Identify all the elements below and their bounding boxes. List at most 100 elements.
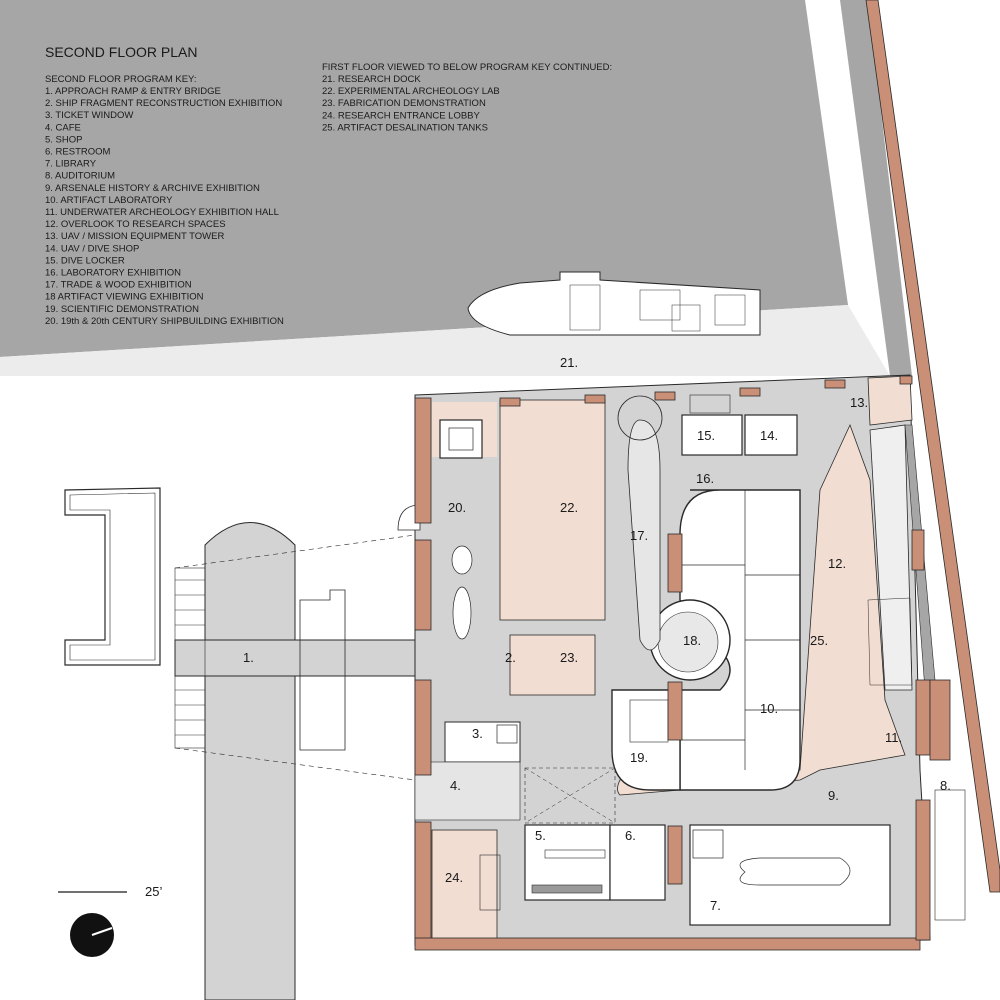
label-17: 17. [630,528,648,543]
label-6: 6. [625,828,636,843]
key-item: 9. ARSENALE HISTORY & ARCHIVE EXHIBITION [45,183,260,194]
key-item: 7. LIBRARY [45,159,97,170]
perimeter-wall-east [865,0,1000,893]
label-21: 21. [560,355,578,370]
lobby-stair [479,854,501,911]
label-16: 16. [696,471,714,486]
key-item: 24. RESEARCH ENTRANCE LOBBY [322,110,481,121]
ship-model-b [452,586,472,640]
label-2: 2. [505,650,516,665]
neighbor-building-outline-inner [69,492,156,661]
key-item: 21. RESEARCH DOCK [322,74,421,85]
key-item: 14. UAV / DIVE SHOP [45,243,139,254]
tower-stair [689,394,731,414]
key-item: 20. 19th & 20th CENTURY SHIPBUILDING EXH… [45,316,284,327]
vessel-deck-detail [569,284,746,332]
spiral-stair [617,395,663,441]
key-item: 18 ARTIFACT VIEWING EXHIBITION [45,292,204,303]
label-14: 14. [760,428,778,443]
entrance-lift-core [448,427,474,451]
void-experimental-lab [499,399,606,621]
key-item: 22. EXPERIMENTAL ARCHEOLOGY LAB [322,86,500,97]
key-item: 1. APPROACH RAMP & ENTRY BRIDGE [45,86,221,97]
label-9: 9. [828,788,839,803]
label-23: 23. [560,650,578,665]
dive-locker-room [681,414,743,456]
label-11: 11. [885,730,902,745]
overlook-ramp [869,424,913,691]
label-18: 18. [683,633,701,648]
wall-piers [414,375,951,951]
key-item: 23. FABRICATION DEMONSTRATION [322,98,486,109]
plan-title: SECOND FLOOR PLAN [45,44,197,60]
void-fabrication [509,634,596,696]
label-19: 19. [630,750,648,765]
label-4: 4. [450,778,461,793]
void-research-lobby [431,829,498,941]
library-lift [692,829,724,859]
canal-water-strip [840,0,912,376]
dive-shop-room [744,414,798,456]
auditorium-stair [934,789,966,921]
key-item: 13. UAV / MISSION EQUIPMENT TOWER [45,231,224,242]
projection-lines [174,534,416,781]
label-22: 22. [560,500,578,515]
label-15: 15. [697,428,715,443]
key-item: 8. AUDITORIUM [45,171,115,182]
trade-wood-display [627,419,661,651]
arsenale-void [524,767,616,824]
shop-shelf [544,849,606,859]
label-5: 5. [535,828,546,843]
label-3: 3. [472,726,483,741]
scientific-demo-room [611,689,681,791]
restroom-room [609,824,666,901]
label-13: 13. [850,395,868,410]
key-item: 4. CAFE [45,122,81,133]
shop-shelf-2 [531,884,603,894]
ramp-landing [174,567,206,749]
key-item: 10. ARTIFACT LABORATORY [45,195,173,206]
north-arrow-needle [91,927,113,936]
entrance-lift [439,419,483,459]
ramp-side-outline [299,589,346,751]
second-floor-key-heading: SECOND FLOOR PROGRAM KEY: [45,74,197,85]
key-item: 3. TICKET WINDOW [45,110,133,121]
ticket-window-room [444,721,521,763]
label-25: 25. [810,633,828,648]
key-item: 17. TRADE & WOOD EXHIBITION [45,280,192,291]
key-item: 12. OVERLOOK TO RESEARCH SPACES [45,219,226,230]
entry-bridge [174,639,416,677]
cafe-room [414,761,521,821]
lab-partitions [680,490,800,770]
neighbor-building-outline [64,487,161,666]
void-tower-area [867,375,913,426]
label-7: 7. [710,898,721,913]
scale-label: 25’ [145,884,162,899]
key-item: 11. UNDERWATER ARCHEOLOGY EXHIBITION HAL… [45,207,279,218]
library-table [739,857,851,886]
overlook-grid [867,597,913,686]
key-item: 2. SHIP FRAGMENT RECONSTRUCTION EXHIBITI… [45,98,282,109]
key-item: 16. LABORATORY EXHIBITION [45,268,181,279]
first-floor-key-heading: FIRST FLOOR VIEWED TO BELOW PROGRAM KEY … [322,62,612,73]
label-1: 1. [243,650,254,665]
ship-model-a [451,545,473,575]
key-item: 19. SCIENTIFIC DEMONSTRATION [45,304,199,315]
label-24: 24. [445,870,463,885]
key-item: 15. DIVE LOCKER [45,255,125,266]
label-20: 20. [448,500,466,515]
label-12: 12. [828,556,846,571]
canal-water [0,0,848,357]
key-item: 25. ARTIFACT DESALINATION TANKS [322,122,488,133]
label-10: 10. [760,701,778,716]
approach-ramp [204,522,296,1000]
label-8: 8. [940,778,951,793]
void-desalination-tanks [617,423,906,796]
key-item: 5. SHOP [45,134,83,145]
ticket-lift [496,724,518,744]
arsenale-void-cross [524,767,616,824]
key-item: 6. RESTROOM [45,147,111,158]
